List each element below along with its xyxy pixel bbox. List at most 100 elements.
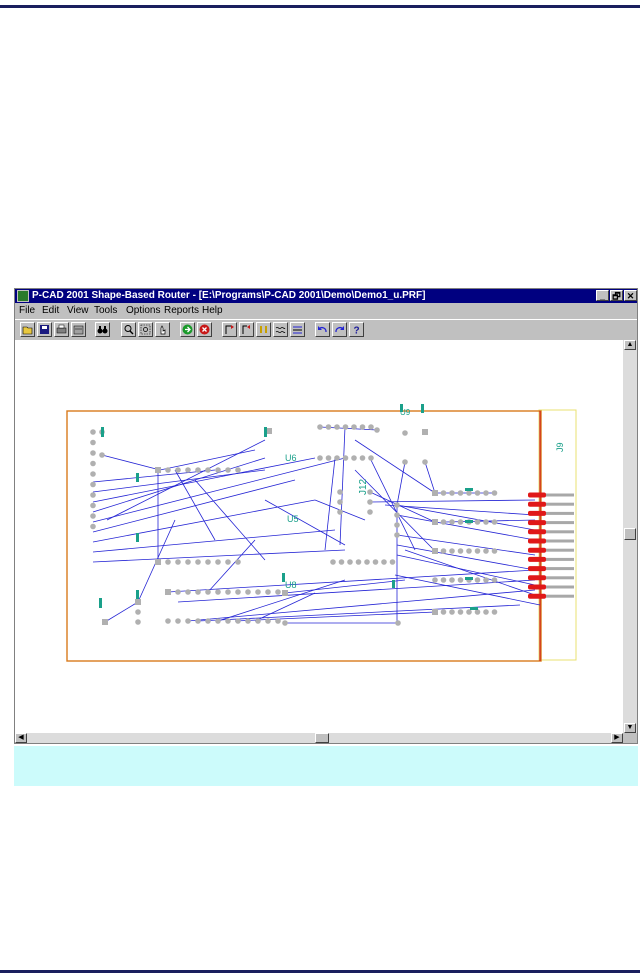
pad xyxy=(449,609,455,615)
layers-icon[interactable] xyxy=(290,322,305,337)
ratsnest-line xyxy=(396,544,536,571)
menu-view[interactable]: View xyxy=(67,305,89,316)
pad xyxy=(334,424,340,430)
pad xyxy=(135,609,141,615)
redo-icon[interactable] xyxy=(332,322,347,337)
route-connection-icon[interactable] xyxy=(239,322,254,337)
pad xyxy=(394,532,400,538)
ratsnest-line xyxy=(369,499,536,503)
connector-pin xyxy=(542,557,574,561)
scroll-up-icon[interactable]: ▲ xyxy=(624,340,636,350)
pan-icon[interactable] xyxy=(155,322,170,337)
ratsnest-line xyxy=(396,461,406,506)
ratsnest-line xyxy=(167,569,536,593)
pad xyxy=(235,559,241,565)
pad xyxy=(255,589,261,595)
ratsnest-line xyxy=(217,579,346,622)
route-net-icon[interactable] xyxy=(222,322,237,337)
pad xyxy=(205,618,211,624)
menu-edit[interactable]: Edit xyxy=(42,305,60,316)
scroll-left-icon[interactable]: ◀ xyxy=(15,733,27,743)
pad xyxy=(367,489,373,495)
menu-tools[interactable]: Tools xyxy=(94,305,118,316)
start-route-icon[interactable] xyxy=(180,322,195,337)
pad xyxy=(337,509,343,515)
pad xyxy=(245,618,251,624)
app-window: P-CAD 2001 Shape-Based Router - [E:\Prog… xyxy=(14,288,638,744)
ratsnest-line xyxy=(394,574,541,606)
pad xyxy=(483,490,489,496)
label-u9: U9 xyxy=(400,408,411,417)
board-outline xyxy=(66,410,542,662)
pad xyxy=(440,548,447,554)
connector-pin xyxy=(542,530,574,534)
ratsnest-line xyxy=(396,504,536,531)
menu-options[interactable]: Options xyxy=(126,305,161,316)
pad xyxy=(175,559,181,565)
pad xyxy=(195,618,201,624)
pad xyxy=(372,559,379,565)
menu-reports[interactable]: Reports xyxy=(164,305,200,316)
scroll-down-icon[interactable]: ▼ xyxy=(624,723,636,733)
minimize-button[interactable]: _ xyxy=(596,290,609,301)
pad xyxy=(364,559,370,565)
pad xyxy=(466,490,472,496)
binoculars-icon[interactable] xyxy=(95,322,110,337)
pad xyxy=(355,559,362,565)
top-rule xyxy=(0,5,640,8)
ratsnest-line xyxy=(92,469,216,483)
pad xyxy=(325,424,332,430)
route-component-icon[interactable] xyxy=(256,322,271,337)
ratsnest-line xyxy=(264,499,346,546)
horizontal-scroll-thumb[interactable] xyxy=(315,733,329,743)
print-icon[interactable] xyxy=(54,322,69,337)
undo-icon[interactable] xyxy=(315,322,330,337)
pad xyxy=(90,471,96,477)
pad xyxy=(457,519,464,525)
menu-file[interactable]: File xyxy=(19,305,36,316)
pad xyxy=(402,430,408,436)
maximize-button[interactable]: 🗗 xyxy=(610,290,623,301)
pad xyxy=(351,455,357,461)
ratsnest-line xyxy=(424,461,436,494)
app-icon[interactable] xyxy=(17,290,29,302)
ratsnest-line xyxy=(284,579,406,594)
pad xyxy=(90,502,96,509)
title-bar[interactable]: P-CAD 2001 Shape-Based Router - [E:\Prog… xyxy=(15,289,637,303)
zoom-icon[interactable] xyxy=(121,322,136,337)
horizontal-scrollbar[interactable]: ◀ ▶ xyxy=(15,733,623,743)
pad xyxy=(402,459,408,465)
open-icon[interactable] xyxy=(20,322,35,337)
scroll-right-icon[interactable]: ▶ xyxy=(611,733,623,743)
menu-help[interactable]: Help xyxy=(202,305,223,316)
stop-route-icon[interactable] xyxy=(197,322,212,337)
miter-icon[interactable] xyxy=(273,322,288,337)
pad xyxy=(225,618,231,624)
pad xyxy=(483,519,489,525)
component-pads xyxy=(90,424,498,626)
save-icon[interactable] xyxy=(37,322,52,337)
pad xyxy=(457,548,464,554)
help-icon[interactable]: ? xyxy=(349,322,364,337)
pad xyxy=(275,589,281,595)
pad xyxy=(235,618,241,624)
pad xyxy=(368,455,374,461)
pcb-canvas[interactable]: U6 U5 U8 U9 J9 J12 xyxy=(15,340,623,733)
pad xyxy=(90,513,96,519)
pad xyxy=(466,609,472,615)
pcb-board-drawing[interactable]: U6 U5 U8 U9 J9 J12 xyxy=(15,340,623,733)
pad xyxy=(440,519,447,525)
ratsnest-line xyxy=(254,592,316,622)
connector-pads xyxy=(528,492,574,599)
pad xyxy=(317,455,323,461)
zoom-extents-icon[interactable] xyxy=(138,322,153,337)
print-setup-icon[interactable] xyxy=(71,322,86,337)
vertical-scrollbar[interactable]: ▲ ▼ xyxy=(623,340,637,733)
pad xyxy=(367,509,373,515)
vertical-scroll-thumb[interactable] xyxy=(624,528,636,540)
pad xyxy=(255,618,261,624)
pad xyxy=(483,577,489,583)
pad xyxy=(195,559,201,565)
close-button[interactable]: ✕ xyxy=(624,290,637,301)
pad xyxy=(337,489,343,495)
